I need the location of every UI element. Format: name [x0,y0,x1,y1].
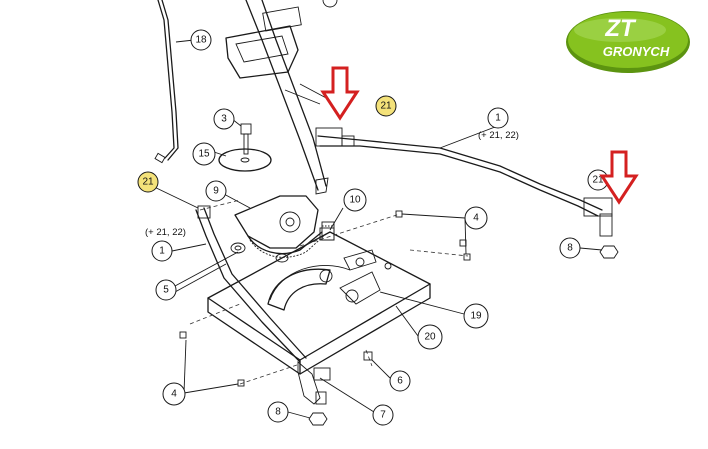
callout-8-bottom: 8 [267,401,289,423]
svg-text:4: 4 [473,213,479,224]
callout-8-right: 8 [559,237,581,259]
nut-8 [308,245,619,426]
svg-text:15: 15 [198,149,210,160]
bolt-3 [240,123,252,155]
callout-21-highlight-top: 21 [375,95,397,117]
svg-text:9: 9 [213,186,219,197]
svg-text:21: 21 [592,175,604,186]
tie-rod-right [315,127,613,237]
callout-15: 15 [192,142,216,166]
callout-1-left: 1 [151,240,173,262]
callout-21-highlight-left: 21 [137,171,159,193]
svg-text:8: 8 [275,407,281,418]
logo-line2: GRONYCH [603,44,670,59]
washer-15 [218,148,272,172]
note-left: (+ 21, 22) [145,227,186,238]
svg-text:8: 8 [567,243,573,254]
callout-5: 5 [155,279,177,301]
callout-10: 10 [343,188,367,212]
svg-text:20: 20 [424,332,436,343]
note-right: (+ 21, 22) [478,130,519,141]
callout-7: 7 [372,404,394,426]
svg-text:19: 19 [470,311,482,322]
sector-gear-9 [199,195,335,258]
svg-text:1: 1 [159,246,165,257]
svg-text:7: 7 [380,410,386,421]
svg-text:3: 3 [221,114,227,125]
callout-19: 19 [463,303,489,329]
callout-20: 20 [417,324,443,350]
callout-4-right: 4 [464,206,488,230]
red-arrow-right [599,150,639,205]
callout-9: 9 [205,180,227,202]
leader-lines [147,39,603,419]
svg-text:1: 1 [495,113,501,124]
callout-18: 18 [190,29,212,51]
base-plate-20 [189,213,469,385]
nut-5 [230,242,289,263]
svg-text:6: 6 [397,376,403,387]
bolt-6 [363,351,373,361]
rod-18 [154,0,179,164]
svg-text:10: 10 [349,195,361,206]
callout-4-left: 4 [162,382,186,406]
zt-gronych-logo: ZT GRONYCH [566,11,690,73]
logo-line1: ZT [604,15,637,42]
steering-column [225,0,338,195]
tie-rod-left [195,205,331,405]
callout-6: 6 [389,370,411,392]
svg-text:18: 18 [195,35,207,46]
svg-text:21: 21 [380,101,392,112]
red-arrow-top [320,66,360,121]
svg-text:5: 5 [163,285,169,296]
svg-text:21: 21 [142,177,154,188]
svg-text:4: 4 [171,389,177,400]
callout-3: 3 [213,108,235,130]
callout-1-right: 1 [487,107,509,129]
